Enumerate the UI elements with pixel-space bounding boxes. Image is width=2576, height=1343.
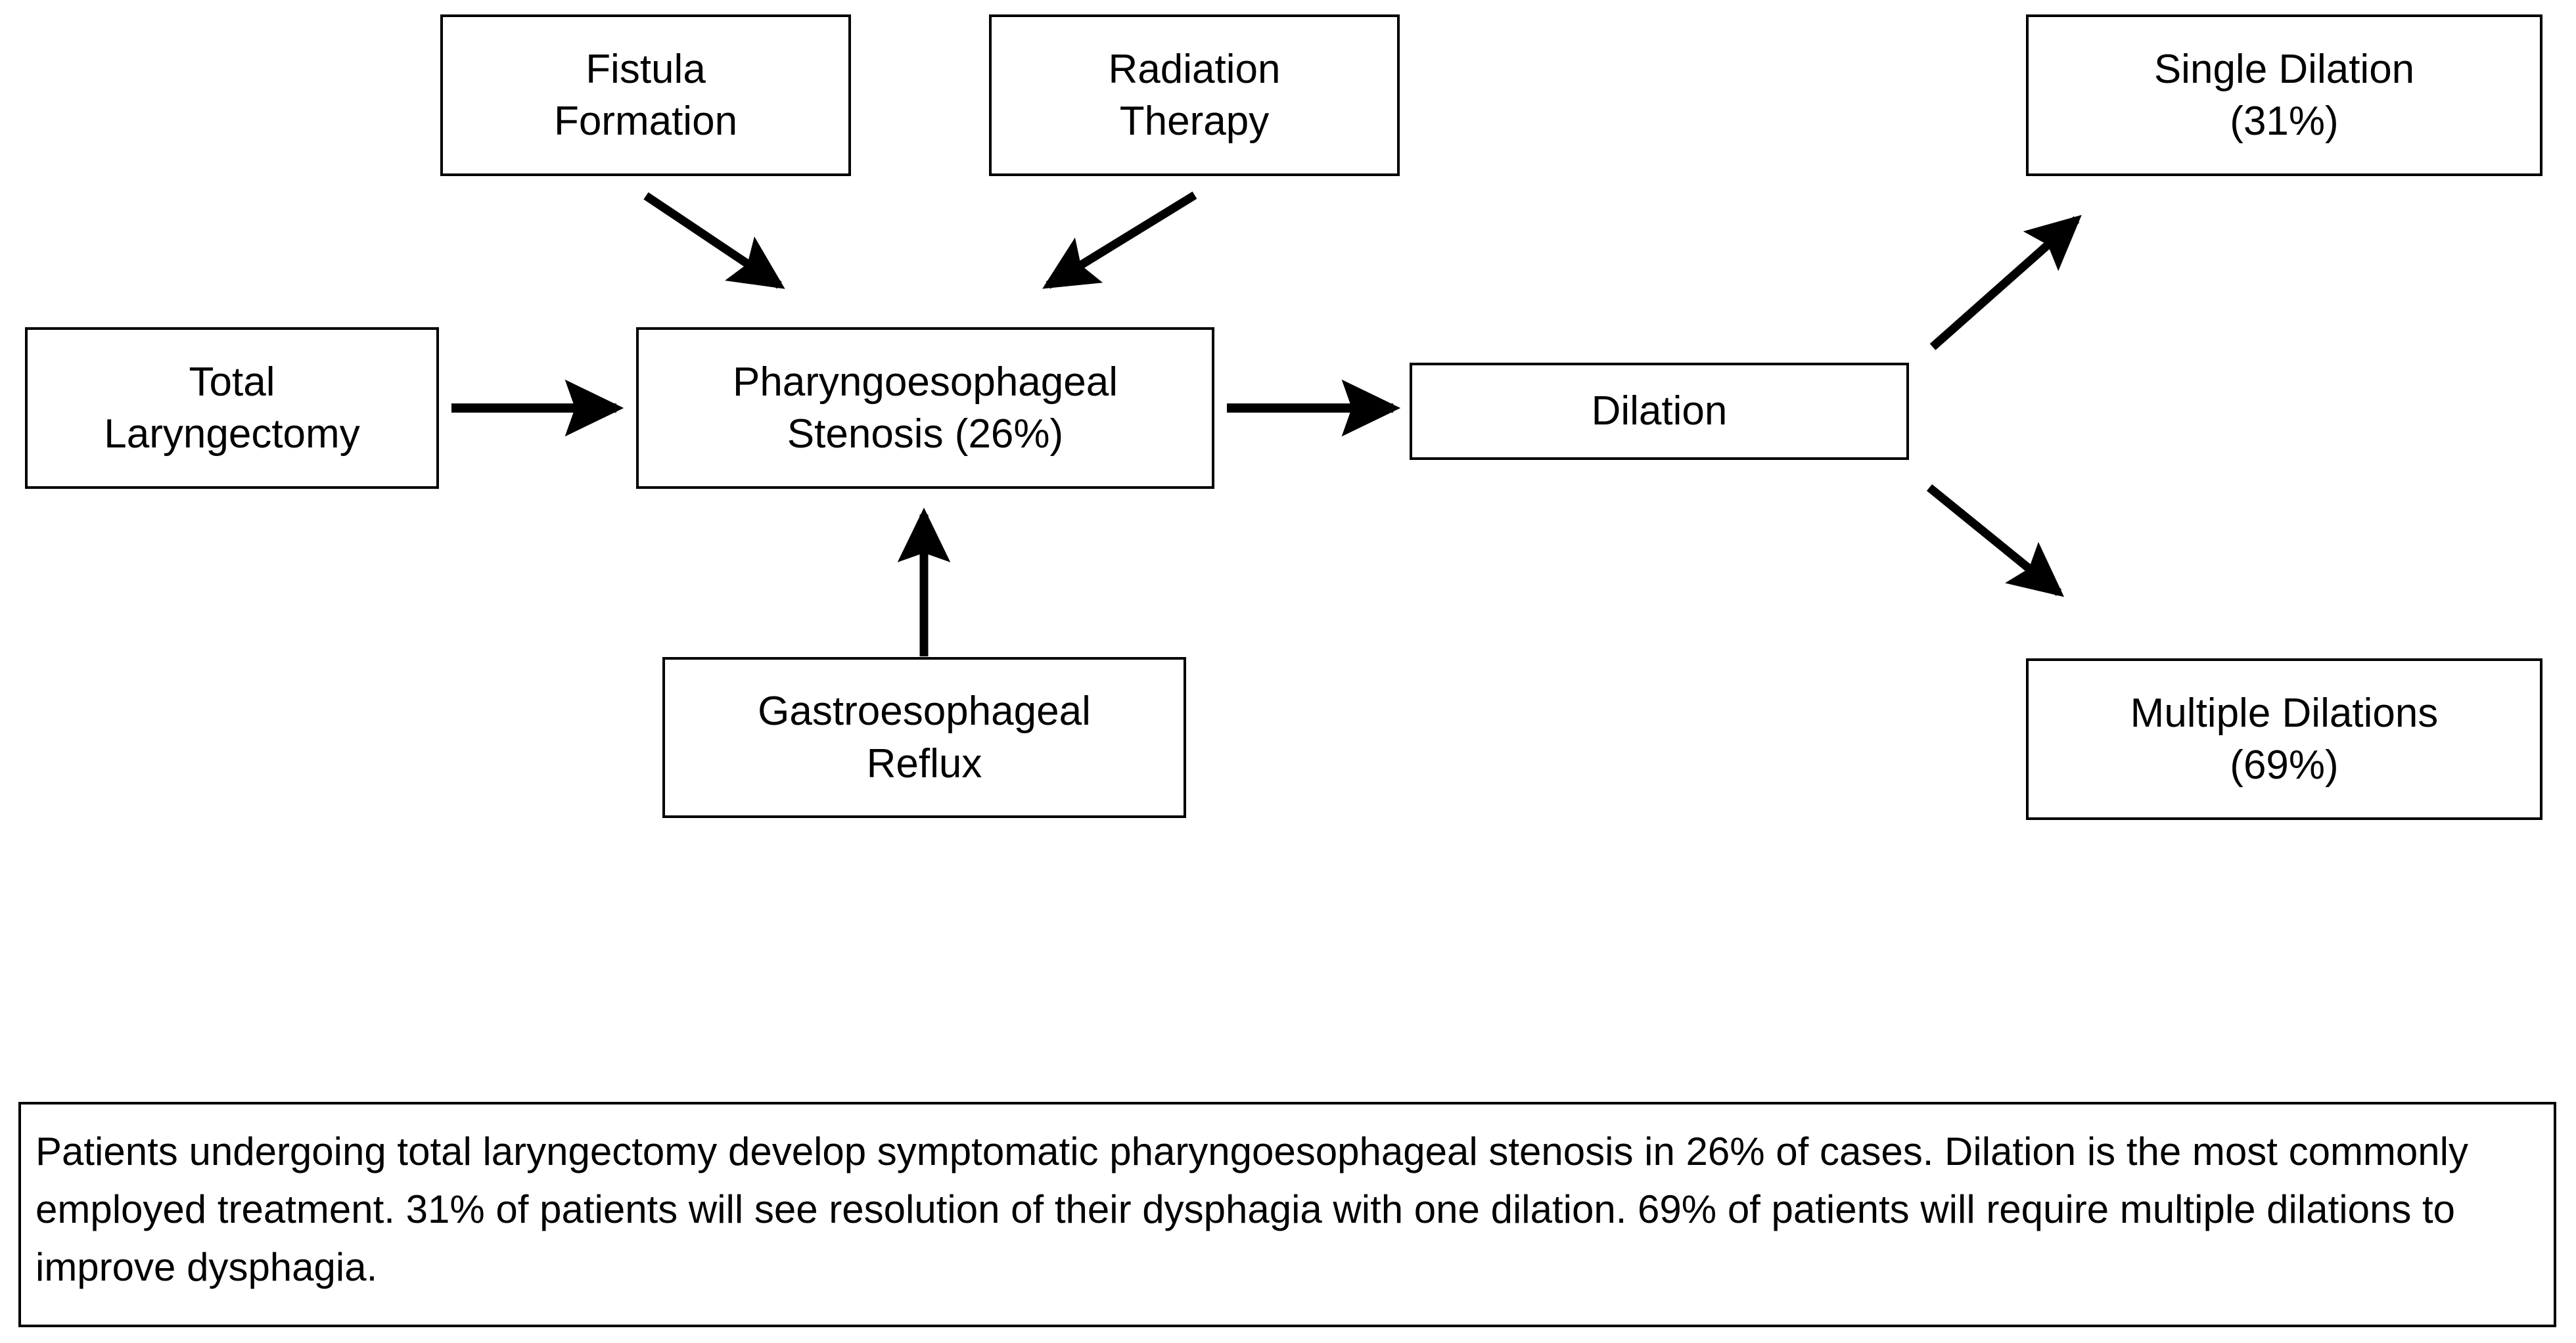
node-pharyngoesophageal-stenosis[interactable]: Pharyngoesophageal Stenosis (26%) [636,327,1214,489]
node-single-dilation[interactable]: Single Dilation (31%) [2026,14,2542,176]
node-dilation[interactable]: Dilation [1410,363,1909,460]
node-multiple-dilations[interactable]: Multiple Dilations (69%) [2026,658,2542,820]
node-radiation-therapy[interactable]: Radiation Therapy [989,14,1400,176]
node-gastroesophageal-reflux[interactable]: Gastroesophageal Reflux [662,657,1186,818]
summary-text-box: Patients undergoing total laryngectomy d… [18,1102,2556,1327]
node-total-laryngectomy[interactable]: Total Laryngectomy [25,327,439,489]
node-fistula-formation[interactable]: Fistula Formation [440,14,851,176]
edge-dilation-to-single [1929,215,2082,350]
edge-radiation-to-stenosis [1042,191,1197,289]
edge-fistula-to-stenosis [643,192,785,289]
edge-dilation-to-multiple [1926,484,2065,597]
